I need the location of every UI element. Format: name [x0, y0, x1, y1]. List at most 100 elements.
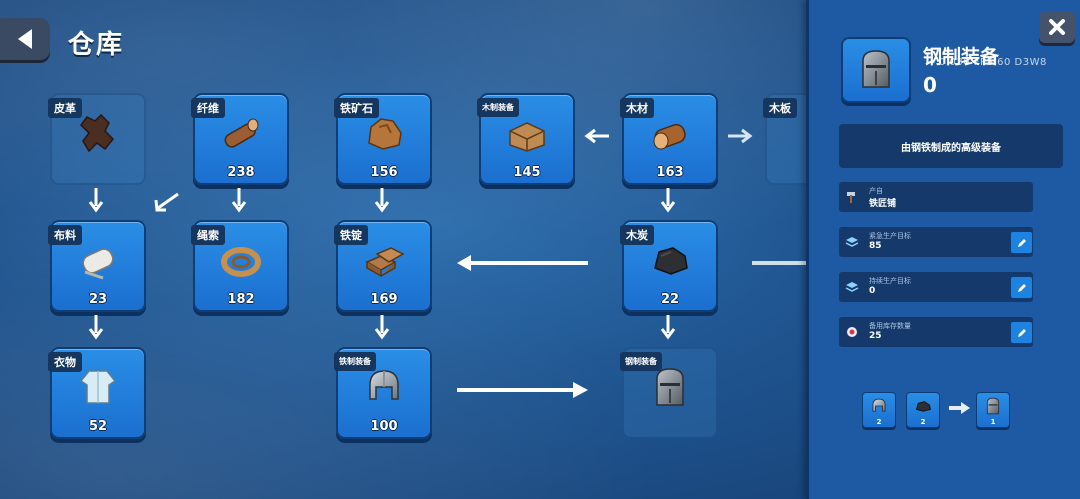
stack-icon [845, 237, 859, 247]
item-label: 布料 [48, 225, 82, 245]
item-card-leather[interactable]: 皮革 [48, 93, 146, 185]
arrow-left-icon [584, 128, 609, 144]
charcoal-icon [915, 401, 931, 412]
arrow-down-icon [660, 188, 676, 213]
arrow-down-icon [88, 315, 104, 340]
item-label: 木材 [620, 98, 654, 118]
edit-urgent-target-button[interactable] [1010, 231, 1033, 254]
item-count: 169 [370, 292, 398, 307]
item-label: 衣物 [48, 352, 82, 372]
edit-reserve-stock-button[interactable] [1010, 321, 1033, 344]
clothing-icon [79, 370, 117, 404]
item-count: 163 [656, 165, 684, 180]
item-card-fiber[interactable]: 纤维 238 [191, 93, 289, 185]
urgent-target-row: 紧急生产目标 85 [839, 227, 1033, 257]
selected-item-icon-frame [841, 37, 911, 103]
item-label: 皮革 [48, 98, 82, 118]
item-label: 木炭 [620, 225, 654, 245]
item-card-clothing[interactable]: 衣物 52 [48, 347, 146, 439]
item-detail-panel: 0.030 FPS 60 D3W8 钢制装备 0 由钢铁制成的高级装备 产自 铁… [806, 0, 1080, 499]
urgent-target-value: 85 [869, 241, 882, 251]
item-count: 23 [88, 292, 108, 307]
item-label: 钢制装备 [620, 352, 662, 371]
long-arrow-right-icon [457, 382, 588, 398]
steel-helmet-icon [862, 50, 890, 88]
pencil-icon [1017, 283, 1026, 292]
item-card-rope[interactable]: 绳索 182 [191, 220, 289, 312]
iron-helmet-icon [369, 370, 399, 400]
iron-ore-icon [368, 118, 402, 150]
log-icon [653, 123, 686, 150]
continuous-target-row: 持续生产目标 0 [839, 272, 1033, 302]
item-label: 纤维 [191, 98, 225, 118]
recipe-input-iron-gear: 2 [862, 392, 896, 428]
page-title: 仓库 [68, 30, 125, 60]
continuous-target-label: 持续生产目标 [869, 277, 911, 285]
close-button[interactable] [1039, 11, 1075, 43]
recipe-output-qty: 1 [990, 418, 996, 426]
steel-helmet-icon [986, 397, 1000, 415]
recipe-output-steel-gear: 1 [976, 392, 1010, 428]
item-label: 铁锭 [334, 225, 368, 245]
arrow-down-icon [231, 188, 247, 213]
item-label: 绳索 [191, 225, 225, 245]
selected-item-title: 钢制装备 [923, 46, 1000, 68]
item-count: 156 [370, 165, 398, 180]
arrow-diagonal-icon [154, 192, 179, 212]
arrow-down-icon [660, 315, 676, 340]
item-count: 182 [227, 292, 255, 307]
reserve-stock-value: 25 [869, 331, 882, 341]
item-card-iron-ore[interactable]: 铁矿石 156 [334, 93, 432, 185]
stack-icon [845, 282, 859, 292]
item-label: 铁矿石 [334, 98, 379, 118]
arrow-down-icon [374, 315, 390, 340]
item-card-steel-gear[interactable]: 钢制装备 [620, 347, 718, 439]
item-card-cloth[interactable]: 布料 23 [48, 220, 146, 312]
recipe-input-charcoal: 2 [906, 392, 940, 428]
arrow-right-icon [728, 128, 753, 144]
recipe-input-qty: 2 [876, 418, 882, 426]
iron-ingot-icon [365, 247, 405, 278]
item-label: 铁制装备 [334, 352, 376, 371]
produced-by-value: 铁匠铺 [869, 199, 897, 209]
connector-line-icon [752, 261, 806, 265]
item-card-iron-ingot[interactable]: 铁锭 169 [334, 220, 432, 312]
reserve-stock-label: 备用库存数量 [869, 322, 911, 330]
edit-continuous-target-button[interactable] [1010, 276, 1033, 299]
arrow-down-icon [374, 188, 390, 213]
produced-by-label: 产自 [869, 187, 883, 195]
debug-overlay: 0.030 FPS 60 D3W8 [939, 57, 1047, 68]
rope-coil-icon [221, 247, 261, 277]
back-arrow-icon [18, 29, 32, 49]
long-arrow-left-icon [457, 255, 588, 271]
back-button[interactable] [0, 18, 50, 60]
item-count: 22 [660, 292, 680, 307]
produced-by-row: 产自 铁匠铺 [839, 182, 1033, 212]
item-card-charcoal[interactable]: 木炭 22 [620, 220, 718, 312]
pencil-icon [1017, 328, 1026, 337]
arrow-down-icon [88, 188, 104, 213]
reserve-stock-row: 备用库存数量 25 [839, 317, 1033, 347]
item-label: 木板 [763, 98, 797, 118]
close-icon [1049, 19, 1065, 35]
leather-icon [80, 113, 115, 153]
item-card-wood-gear[interactable]: 木制装备 145 [477, 93, 575, 185]
item-card-plank[interactable]: 木板 [763, 93, 807, 185]
hammer-icon [847, 192, 855, 203]
recipe-input-qty: 2 [920, 418, 926, 426]
charcoal-icon [654, 247, 688, 275]
item-card-iron-gear[interactable]: 铁制装备 100 [334, 347, 432, 439]
continuous-target-value: 0 [869, 286, 876, 296]
item-count: 52 [88, 419, 108, 434]
reserve-icon [847, 327, 857, 337]
item-count: 145 [513, 165, 541, 180]
item-count: 238 [227, 165, 255, 180]
steel-helmet-icon [656, 368, 684, 406]
iron-helmet-icon [872, 398, 886, 412]
item-card-wood[interactable]: 木材 163 [620, 93, 718, 185]
wooden-crate-icon [509, 122, 545, 152]
pencil-icon [1017, 238, 1026, 247]
recipe-arrow-icon [949, 402, 970, 414]
fiber-log-icon [224, 118, 259, 148]
selected-item-count: 0 [923, 73, 937, 97]
